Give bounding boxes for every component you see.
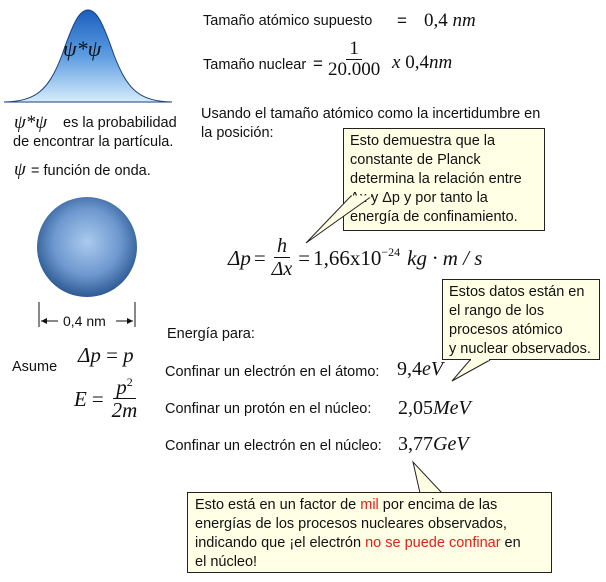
range-callout-line-1: Estos datos están en <box>449 284 585 300</box>
nuclear-size-number: 0,4 <box>405 52 429 73</box>
range-callout-line-2: el rango de los <box>449 303 545 319</box>
factor-highlight-mil: mil <box>360 497 379 513</box>
uncertainty-eq2: = <box>298 245 311 270</box>
energy-row-electron-nucleus-label: Confinar un electrón en el núcleo: <box>165 438 382 454</box>
range-callout: Estos datos están en el rango de los pro… <box>442 279 600 360</box>
uncertainty-unit: kg · m / s <box>407 245 483 270</box>
psi-symbol: ψ <box>14 159 26 180</box>
uncertainty-equation: Δp = h Δx = 1,66x10−24 kg · m / s <box>228 236 483 281</box>
energy-row-electron-atom-label: Confinar un electrón en el átomo: <box>165 364 380 380</box>
planck-y: y <box>370 190 379 206</box>
psi-star-psi-symbol: ψ*ψ <box>14 112 48 133</box>
energy-row-proton-nucleus-value: 2,05MeV <box>398 397 471 419</box>
atomic-size-number: 0,4 <box>424 10 448 31</box>
probability-text-2: de encontrar la partícula. <box>13 134 174 150</box>
factor-callout-line-4: el núcleo! <box>195 554 258 570</box>
factor-callout-line-2: energías de los procesos nucleares obser… <box>195 516 507 532</box>
assume-eq2: = <box>91 386 104 411</box>
nuclear-fraction-denominator: 20.000 <box>328 58 381 80</box>
assume-E: E <box>74 386 87 411</box>
planck-rest: y por tanto la <box>404 190 488 206</box>
atomic-size-unit: nm <box>452 10 476 31</box>
nuclear-size-label: Tamaño nuclear <box>203 57 307 73</box>
planck-callout-line-2: constante de Planck <box>350 152 481 168</box>
assume-2m: 2m <box>111 398 138 423</box>
assume-eq1: = <box>106 343 118 367</box>
uncertainty-value: 1,66x10−24 <box>313 245 401 270</box>
planck-callout-line-1: Esto demuestra que la <box>350 133 496 149</box>
assume-dp: Δp <box>78 343 101 367</box>
planck-dp: Δp <box>382 190 400 206</box>
bell-curve-shape <box>3 9 173 103</box>
factor-callout-line-1: Esto está en un factor de mil por encima… <box>195 497 498 513</box>
assume-p: p <box>123 343 134 367</box>
assume-p-squared: p2 <box>113 376 136 400</box>
range-callout-line-3: procesos atómico <box>449 322 563 338</box>
nuclear-size-unit: nm <box>428 52 453 73</box>
bell-psi-star-psi-label: ψ*ψ <box>63 36 102 61</box>
atom-size-label: 0,4 nm <box>63 313 106 329</box>
factor-callout-line-3: indicando que ¡el electrón no se puede c… <box>195 535 521 551</box>
atomic-size-label: Tamaño atómico supuesto <box>203 13 373 29</box>
uncertainty-h: h <box>273 236 290 258</box>
energy-heading: Energía para: <box>167 326 255 342</box>
factor-highlight-no-confinar: no se puede confinar <box>365 535 501 551</box>
nuclear-fraction-numerator: 1 <box>346 39 362 60</box>
planck-callout: Esto demuestra que la constante de Planc… <box>343 128 545 231</box>
uncertainty-lhs: Δp <box>228 245 251 270</box>
wave-function-text: = función de onda. <box>31 163 151 179</box>
atomic-size-value: 0,4 nm <box>424 10 476 32</box>
uncertainty-eq: = <box>253 245 266 270</box>
nuclear-size-eq: = <box>313 54 323 73</box>
assume-label: Asume <box>12 359 58 375</box>
uncertainty-text-1: Usando el tamaño atómico como la incerti… <box>201 106 541 122</box>
planck-callout-line-5: energía de confinamiento. <box>350 209 518 225</box>
nuclear-size-value: x 0,4nm <box>392 52 452 74</box>
energy-row-proton-nucleus-label: Confinar un protón en el núcleo: <box>165 401 372 417</box>
range-callout-line-4: y nuclear observados. <box>449 341 591 357</box>
nuclear-x: x <box>392 52 401 73</box>
energy-row-electron-nucleus-value: 3,77GeV <box>398 433 469 455</box>
atom-sphere <box>37 197 137 327</box>
assume-dp-eq: Δp = p <box>78 343 134 368</box>
factor-callout: Esto está en un factor de mil por encima… <box>187 492 552 573</box>
assume-energy-eq: E = p2 2m <box>74 376 140 422</box>
planck-callout-line-3: determina la relación entre <box>350 171 522 187</box>
energy-row-electron-atom-value: 9,4eV <box>397 358 444 380</box>
uncertainty-text-2: la posición: <box>201 125 274 141</box>
atomic-size-eq: = <box>397 11 407 30</box>
atom-circle <box>37 197 137 297</box>
probability-bell-curve <box>3 9 173 103</box>
uncertainty-dx: Δx <box>271 258 293 280</box>
probability-text-1: es la probabilidad <box>63 115 177 131</box>
nuclear-size-fraction: 1 20.000 <box>325 39 383 81</box>
